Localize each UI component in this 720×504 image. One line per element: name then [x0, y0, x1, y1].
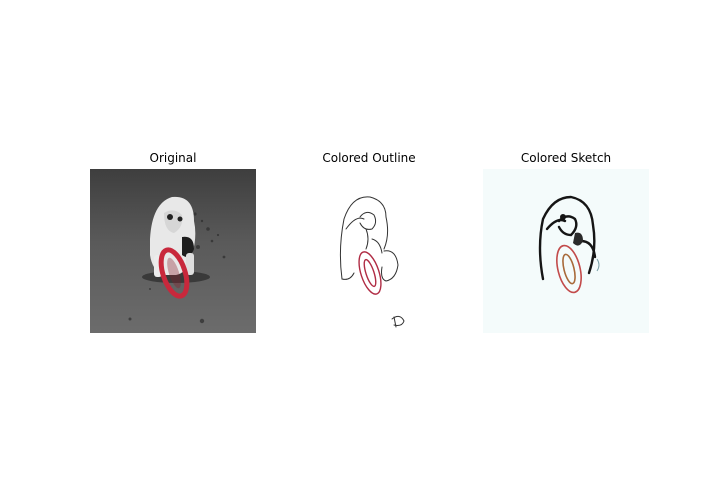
colored-sketch-image: [483, 169, 649, 333]
original-photo-graphic: [90, 169, 256, 333]
panel-title-colored-outline: Colored Outline: [322, 151, 416, 165]
colored-outline-graphic: [286, 169, 452, 333]
colored-outline-image: [286, 169, 452, 333]
panel-title-original: Original: [149, 151, 197, 165]
colored-sketch-graphic: [483, 169, 649, 333]
panel-title-colored-sketch: Colored Sketch: [520, 151, 612, 165]
original-image: [90, 169, 256, 333]
